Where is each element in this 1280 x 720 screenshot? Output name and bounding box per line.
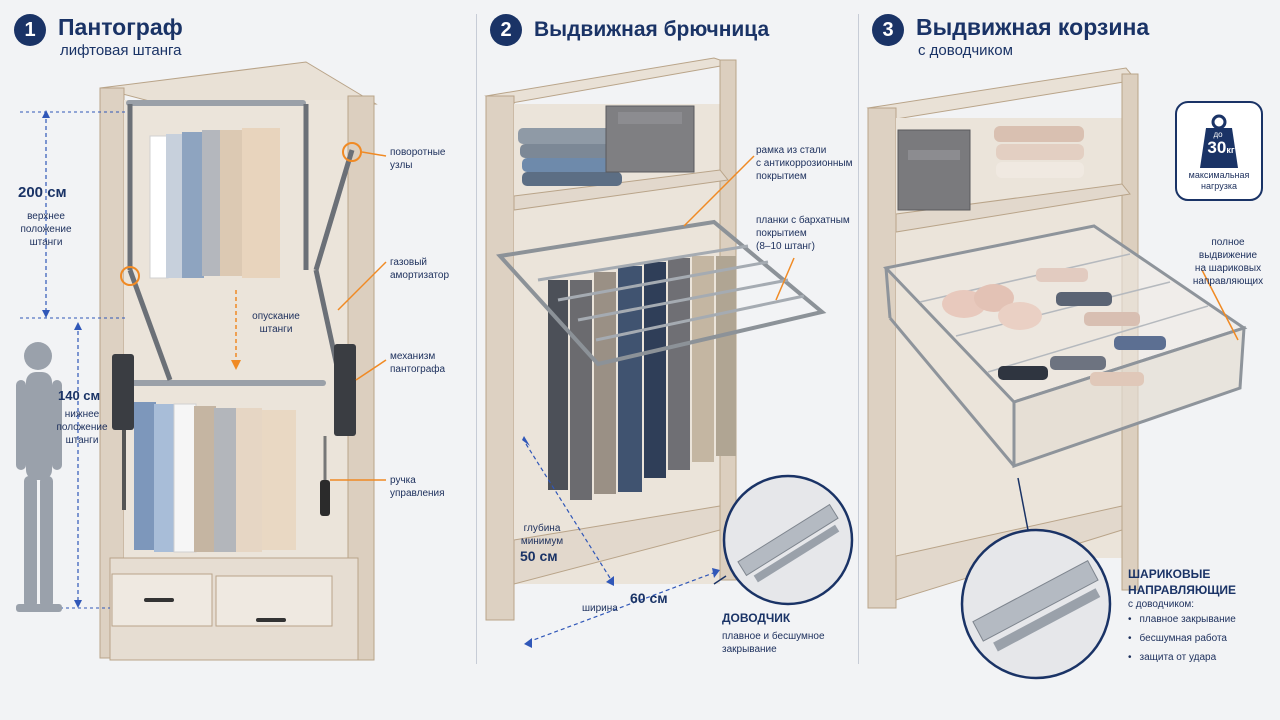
width-value: 60 см [630, 590, 668, 606]
depth-caption: глубина минимум [520, 523, 564, 547]
width-caption: ширина [582, 603, 618, 614]
badge-value-line: 30кг [1198, 138, 1244, 158]
lower-clothes [134, 402, 296, 553]
section-title: Выдвижная корзина [916, 14, 1150, 40]
step-number: 2 [490, 14, 522, 46]
person-silhouette [16, 342, 62, 612]
callout-pantograph-mechanism: механизм пантографа [390, 351, 446, 375]
badge-caption: максимальная нагрузка [1188, 170, 1250, 191]
divider [858, 14, 859, 664]
closer-title: ДОВОДЧИК [722, 611, 791, 625]
callout-rotary-joints: поворотные узлы [390, 147, 446, 171]
basket-section: 3 Выдвижная корзина с доводчиком до 30кг… [860, 0, 1280, 720]
lower-height-caption: нижнее положение штанги [56, 409, 108, 446]
callout-control-handle: ручка управления [390, 475, 445, 499]
section-title: Выдвижная брючница [534, 18, 770, 41]
lower-height-value: 140 см [58, 388, 101, 403]
rails-subtitle: с доводчиком: [1128, 599, 1195, 610]
trouser-rack-section: 2 Выдвижная брючница рамка из стали с ан… [478, 0, 858, 720]
storage-box [897, 129, 971, 211]
rails-features: плавное закрывание бесшумная работа защи… [1128, 610, 1236, 667]
basket-illustration [866, 67, 1263, 680]
feature-item: бесшумная работа [1128, 629, 1236, 648]
wire-basket [883, 224, 1248, 469]
divider [476, 14, 477, 664]
depth-value: 50 см [520, 548, 558, 564]
section-subtitle: с доводчиком [918, 42, 1013, 59]
lower-rod [126, 380, 326, 386]
section-title: Пантограф [58, 14, 183, 40]
lowering-caption: опускание штанги [252, 311, 300, 335]
pantograph-section: 1 Пантограф лифтовая штанга 200 см верхн… [0, 0, 476, 720]
upper-height-value: 200 см [18, 184, 67, 201]
rails-title: ШАРИКОВЫЕ НАПРАВЛЯЮЩИЕ [1128, 567, 1237, 597]
folded-towels [994, 126, 1084, 178]
badge-unit: кг [1226, 145, 1235, 155]
section-subtitle: лифтовая штанга [60, 42, 182, 59]
callout-velvet-bars: планки с бархатным покрытием (8–10 штанг… [756, 215, 850, 252]
trouser-rack-illustration [484, 57, 854, 648]
callout-steel-frame: рамка из стали с антикоррозионным покрыт… [756, 145, 853, 182]
callout-gas-damper: газовый амортизатор [390, 257, 450, 281]
organizer-contents [942, 268, 1166, 386]
closer-caption: плавное и бесшумное закрывание [722, 631, 825, 655]
badge-value: 30 [1207, 138, 1227, 157]
step-number: 3 [872, 14, 904, 46]
upper-rod [126, 100, 306, 106]
callout-full-extension: полное выдвижение на шариковых направляю… [1192, 237, 1264, 287]
upper-height-caption: верхнее положение штанги [20, 211, 72, 248]
feature-item: защита от удара [1128, 648, 1236, 667]
step-number: 1 [14, 14, 46, 46]
drawer-right [215, 575, 333, 627]
trousers [548, 256, 736, 500]
upper-clothes [149, 128, 280, 279]
pantograph-illustration [16, 61, 387, 661]
badge-prefix: до [1213, 130, 1223, 139]
folded-clothes [518, 128, 624, 186]
feature-item: плавное закрывание [1128, 610, 1236, 629]
control-handle [320, 480, 330, 516]
